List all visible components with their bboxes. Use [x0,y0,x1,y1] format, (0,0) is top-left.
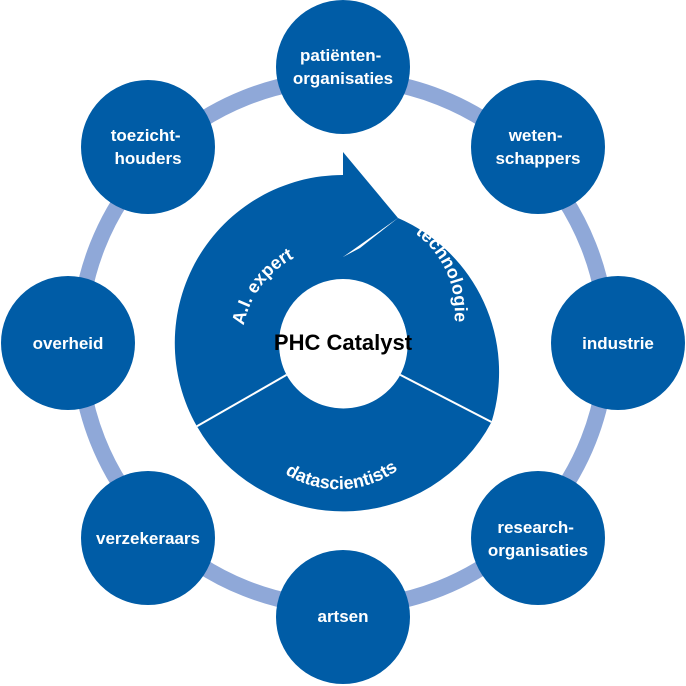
node-circle-artsen [276,550,410,684]
node-label-line: organisaties [488,541,588,560]
node-label-line: overheid [33,334,104,353]
ring-segment-main [174,174,343,427]
node-label-line: research- [497,518,574,537]
node-label-wetenschappers: weten- schappers [495,126,580,168]
node-toezichthouders: toezicht- houders [81,80,215,214]
node-label-patienten: patiënten- organisaties [293,46,393,88]
node-label-line: verzekeraars [96,529,200,548]
center-label: PHC Catalyst [274,330,413,355]
node-label-line: weten- [508,126,563,145]
core-hole [279,279,407,407]
segment-divider-left [196,374,287,428]
node-research: research- organisaties [471,471,605,605]
node-circle-wetenschappers [471,80,605,214]
ring-segment-bottom [196,374,492,512]
node-label-line: industrie [582,334,654,353]
node-circle-industrie [551,276,685,410]
node-label-artsen: artsen [317,607,368,626]
node-label-industrie: industrie [582,334,654,353]
arrow-head [343,152,398,257]
node-label-toezichthouders: toezicht- houders [111,126,186,168]
node-circle-overheid [1,276,135,410]
node-circle-verzekeraars [81,471,215,605]
segment-divider-right [399,374,492,423]
node-label-line: toezicht- [111,126,181,145]
node-label-line: artsen [317,607,368,626]
node-artsen: artsen [276,550,410,684]
node-circle-patienten [276,0,410,134]
node-label-line: schappers [495,149,580,168]
node-label-overheid: overheid [33,334,104,353]
node-label-line: organisaties [293,69,393,88]
node-label-research: research- organisaties [488,518,588,560]
node-label-line: houders [114,149,181,168]
node-overheid: overheid [1,276,135,410]
ring-segment-right [343,218,500,422]
core-ring [174,152,500,512]
node-verzekeraars: verzekeraars [81,471,215,605]
node-label-line: patiënten- [300,46,381,65]
node-wetenschappers: weten- schappers [471,80,605,214]
node-circle-toezichthouders [81,80,215,214]
node-industrie: industrie [551,276,685,410]
node-circle-research [471,471,605,605]
node-label-verzekeraars: verzekeraars [96,529,200,548]
node-patienten: patiënten- organisaties [276,0,410,134]
